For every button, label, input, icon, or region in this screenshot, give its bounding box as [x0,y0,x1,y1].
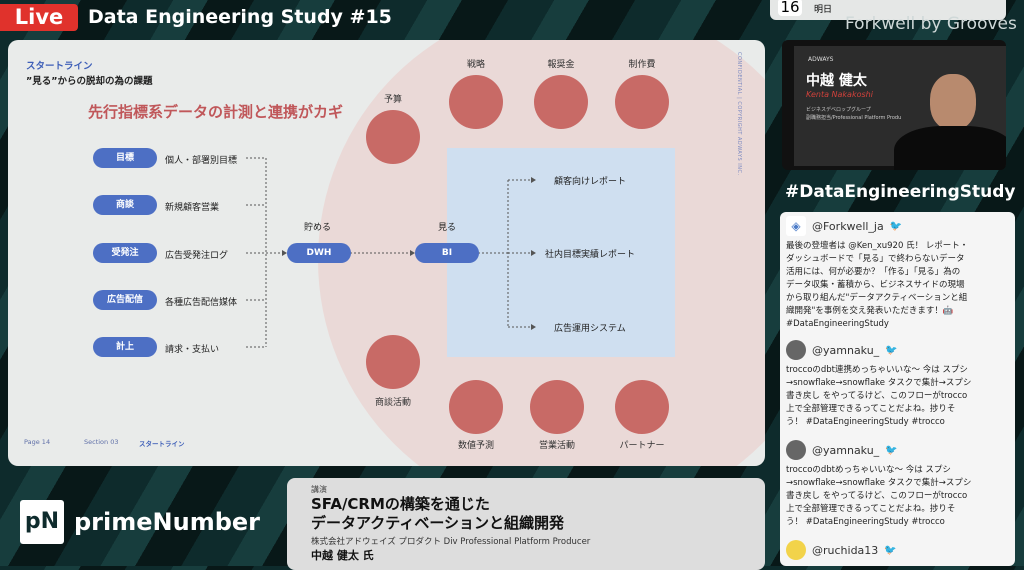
bi-node: BI [415,243,479,263]
factor-circle [449,380,503,434]
hashtag-title: #DataEngineeringStudy [785,182,1016,202]
speaker-head [930,74,976,130]
lower-third: 講演 SFA/CRMの構築を通じた データアクティベーションと組織開発 株式会社… [287,478,765,570]
primenumber-logo: pN primeNumber [20,500,260,544]
company-logo: ADWAYS [808,56,834,63]
speaker-video: ADWAYS 中越 健太 Kenta Nakakoshi ビジネスデベロップグル… [782,40,1006,170]
factor-label: 報奨金 [547,60,575,70]
tweet-text: 最後の登壇者は @Ken_xu920 氏！ レポート・ ダッシュボードで「見る」… [786,241,969,329]
speaker-dept: ビジネスデベロップグループ [806,107,871,113]
section-label: スタートライン [26,61,93,72]
speaker-name-caption: 中越 健太 氏 [311,549,374,562]
brand-name: primeNumber [74,508,260,536]
output-item: 顧客向けレポート [554,177,627,187]
source-tag: 商談 [93,195,157,215]
factor-circle [366,335,420,389]
section-number: Section 03 [84,438,119,446]
twitter-bird-icon: 🐦 [884,544,897,556]
tweet-user[interactable]: @Forkwell_ja [812,219,884,233]
flow-connectors [246,157,536,348]
output-item: 社内目標実績レポート [545,250,636,260]
brand-mark: pN [20,500,64,544]
factor-label: 商談活動 [374,398,412,408]
source-tag: 計上 [93,337,157,357]
tweet-text: troccoのdbt連携めっちゃいいな〜 今は スプシ →snowflake→s… [786,365,972,427]
factor-label: 制作費 [628,60,656,70]
twitter-bird-icon: 🐦 [889,220,903,232]
speaker-body [894,126,1006,170]
factor-label: 数値予測 [457,441,495,451]
source-desc: 請求・支払い [165,345,220,355]
factor-circle [366,110,420,164]
avatar [786,540,806,560]
tweet[interactable]: @ruchida13 🐦 [786,540,1011,564]
speaker-role: 副職務担当/Professional Platform Produ [806,115,902,121]
source-desc: 個人・部署別目標 [165,156,238,166]
tweet[interactable]: ◈ @Forkwell_ja 🐦 最後の登壇者は @Ken_xu920 氏！ レ… [786,216,1011,331]
factor-label: 予算 [383,95,403,105]
source-desc: 広告受発注ログ [165,251,229,261]
factor-circle [449,75,503,129]
tweet-user[interactable]: @yamnaku_ [812,443,880,457]
output-item: 広告運用システム [554,324,626,334]
talk-kind: 講演 [311,485,327,494]
speaker-name: 中越 健太 [806,73,867,89]
tweet-feed[interactable]: ◈ @Forkwell_ja 🐦 最後の登壇者は @Ken_xu920 氏！ レ… [780,212,1015,566]
source-tag: 広告配信 [93,290,157,310]
twitter-bird-icon: 🐦 [885,344,898,356]
tweet[interactable]: @yamnaku_ 🐦 troccoのdbt連携めっちゃいいな〜 今は スプシ … [786,340,1011,429]
presentation-slide: CONFIDENTIAL | COPYRIGHT ADWAYS INC. スター… [8,40,765,466]
twitter-bird-icon: 🐦 [885,444,898,456]
source-tag: 目標 [93,148,157,168]
dwh-node: DWH [287,243,351,263]
confidential-notice: CONFIDENTIAL | COPYRIGHT ADWAYS INC. [736,52,742,176]
factor-circle [534,75,588,129]
speaker-affiliation: 株式会社アドウェイズ プロダクト Div Professional Platfo… [311,537,591,547]
avatar: ◈ [786,216,806,236]
stream-title: Data Engineering Study #15 [88,6,392,28]
view-label: 見る [438,223,457,233]
sponsor-logo: Forkwell by Grooves [845,14,1017,34]
footer-section-name: スタートライン [139,440,185,448]
source-tag: 受発注 [93,243,157,263]
bi-output-area [447,148,675,357]
factor-label: 営業活動 [538,441,576,451]
live-badge: Live [0,4,78,31]
factor-label: パートナー [619,441,665,451]
factor-label: 戦略 [466,60,486,70]
factor-circle [615,380,669,434]
talk-title-line2: データアクティベーションと組織開発 [311,514,565,532]
tweet-text: troccoのdbtめっちゃいいな〜 今は スプシ →snowflake→sno… [786,465,972,527]
talk-title-line1: SFA/CRMの構築を通じた [311,495,490,513]
source-desc: 新規顧客営業 [165,203,220,213]
source-desc: 各種広告配信媒体 [165,298,238,308]
factor-circle [615,75,669,129]
slide-subtitle: ”見る”からの脱却の為の課題 [26,76,153,87]
avatar [786,340,806,360]
page-number: Page 14 [24,438,51,446]
factor-circle [530,380,584,434]
notification-text: 明日 [814,5,833,15]
tweet[interactable]: @yamnaku_ 🐦 troccoのdbtめっちゃいいな〜 今は スプシ →s… [786,440,1011,529]
speaker-romaji: Kenta Nakakoshi [806,90,873,99]
calendar-notification[interactable]: 16 明日 [770,0,1006,20]
tweet-user[interactable]: @ruchida13 [812,543,879,557]
tweet-user[interactable]: @yamnaku_ [812,343,880,357]
store-label: 貯める [304,223,332,233]
notification-date: 16 [778,0,802,16]
slide-headline: 先行指標系データの計測と連携がカギ [88,103,344,121]
avatar [786,440,806,460]
